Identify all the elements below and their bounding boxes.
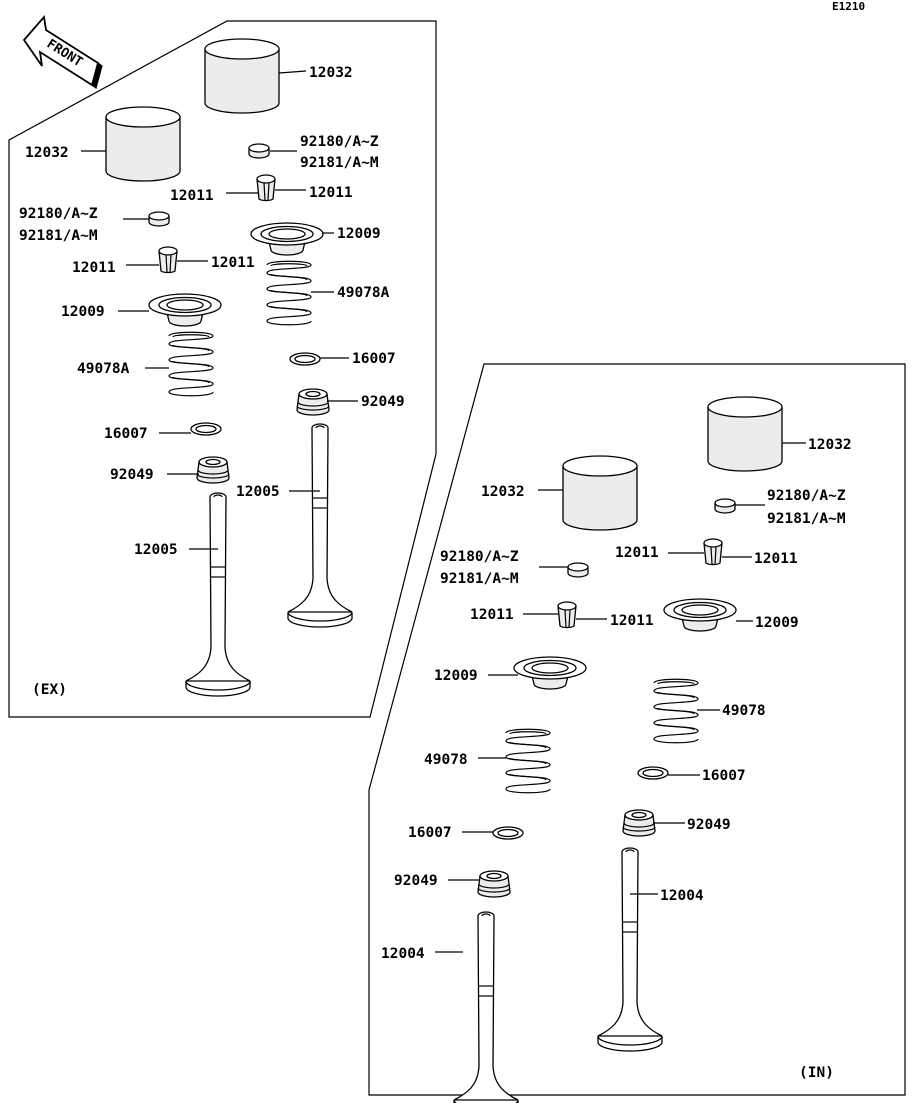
ex-shim-top: [248, 143, 270, 159]
diagram-code: E1210: [832, 0, 865, 13]
ex-valve-left: [185, 492, 251, 697]
in-shim-left-label-a: 92180/A~Z: [440, 549, 519, 565]
in-leader-lines: [435, 442, 806, 953]
ex-lifter-left-label: 12032: [25, 145, 69, 161]
in-cotter-right-left-label: 12011: [615, 545, 659, 561]
in-valve-right: [597, 847, 663, 1052]
in-cotter-right: [703, 538, 723, 566]
ex-cotter-left: [158, 246, 178, 274]
ex-lifter-top: [204, 38, 280, 114]
in-cotter-right-right-label: 12011: [754, 551, 798, 567]
in-shim-right: [714, 498, 736, 514]
in-cotter-left: [557, 601, 577, 629]
in-spring-right: [653, 678, 699, 744]
ex-washer-right-label: 16007: [352, 351, 396, 367]
in-shim-right-label-a: 92180/A~Z: [767, 488, 846, 504]
ex-spring-right-label: 49078A: [337, 285, 390, 301]
in-seal-right: [622, 809, 656, 837]
in-cotter-left-left-label: 12011: [470, 607, 514, 623]
ex-lifter-top-label: 12032: [309, 65, 353, 81]
ex-spring-right: [266, 260, 312, 326]
ex-seal-right-label: 92049: [361, 394, 405, 410]
in-shim-left: [567, 562, 589, 578]
in-spring-left-label: 49078: [424, 752, 468, 768]
in-panel-outline: [368, 363, 906, 1096]
in-lifter-right: [707, 396, 783, 472]
in-seal-left-label: 92049: [394, 873, 438, 889]
ex-panel-label: (EX): [32, 682, 67, 698]
in-panel-label: (IN): [799, 1065, 834, 1081]
in-shim-right-label-b: 92181/A~M: [767, 511, 846, 527]
ex-retainer-right: [250, 222, 324, 256]
ex-valve-right-label: 12005: [236, 484, 280, 500]
in-retainer-left-label: 12009: [434, 668, 478, 684]
ex-retainer-left-label: 12009: [61, 304, 105, 320]
in-washer-left: [492, 826, 524, 840]
ex-shim-left: [148, 211, 170, 227]
in-lifter-left-label: 12032: [481, 484, 525, 500]
front-arrow-icon: FRONT: [22, 14, 103, 90]
in-shim-left-label-b: 92181/A~M: [440, 571, 519, 587]
ex-shim-left-label-b: 92181/A~M: [19, 228, 98, 244]
in-valve-right-label: 12004: [660, 888, 704, 904]
in-lifter-right-label: 12032: [808, 437, 852, 453]
ex-cotter-left-right-label: 12011: [211, 255, 255, 271]
ex-washer-right: [289, 352, 321, 366]
ex-cotter-top-left-label: 12011: [170, 188, 214, 204]
ex-cotter-left-left-label: 12011: [72, 260, 116, 276]
ex-shim-top-label-a: 92180/A~Z: [300, 134, 379, 150]
in-valve-left: [453, 911, 519, 1103]
ex-shim-top-label-b: 92181/A~M: [300, 155, 379, 171]
in-spring-left: [505, 728, 551, 794]
ex-valve-right: [287, 423, 353, 628]
in-washer-right: [637, 766, 669, 780]
ex-lifter-left: [105, 106, 181, 182]
ex-seal-left: [196, 456, 230, 484]
ex-cotter-top-right-label: 12011: [309, 185, 353, 201]
ex-washer-left-label: 16007: [104, 426, 148, 442]
ex-cotter-top: [256, 174, 276, 202]
in-retainer-right-label: 12009: [755, 615, 799, 631]
in-spring-right-label: 49078: [722, 703, 766, 719]
ex-panel-outline: [8, 20, 437, 718]
in-lifter-left: [562, 455, 638, 531]
ex-retainer-left: [148, 293, 222, 327]
ex-seal-right: [296, 388, 330, 416]
in-washer-left-label: 16007: [408, 825, 452, 841]
in-seal-left: [477, 870, 511, 898]
in-retainer-right: [663, 598, 737, 632]
in-valve-left-label: 12004: [381, 946, 425, 962]
ex-spring-left: [168, 331, 214, 397]
in-washer-right-label: 16007: [702, 768, 746, 784]
ex-washer-left: [190, 422, 222, 436]
ex-spring-left-label: 49078A: [77, 361, 130, 377]
in-seal-right-label: 92049: [687, 817, 731, 833]
in-retainer-left: [513, 656, 587, 690]
ex-shim-left-label-a: 92180/A~Z: [19, 206, 98, 222]
in-cotter-left-right-label: 12011: [610, 613, 654, 629]
ex-leader-lines: [81, 70, 358, 550]
ex-retainer-right-label: 12009: [337, 226, 381, 242]
ex-seal-left-label: 92049: [110, 467, 154, 483]
ex-valve-left-label: 12005: [134, 542, 178, 558]
